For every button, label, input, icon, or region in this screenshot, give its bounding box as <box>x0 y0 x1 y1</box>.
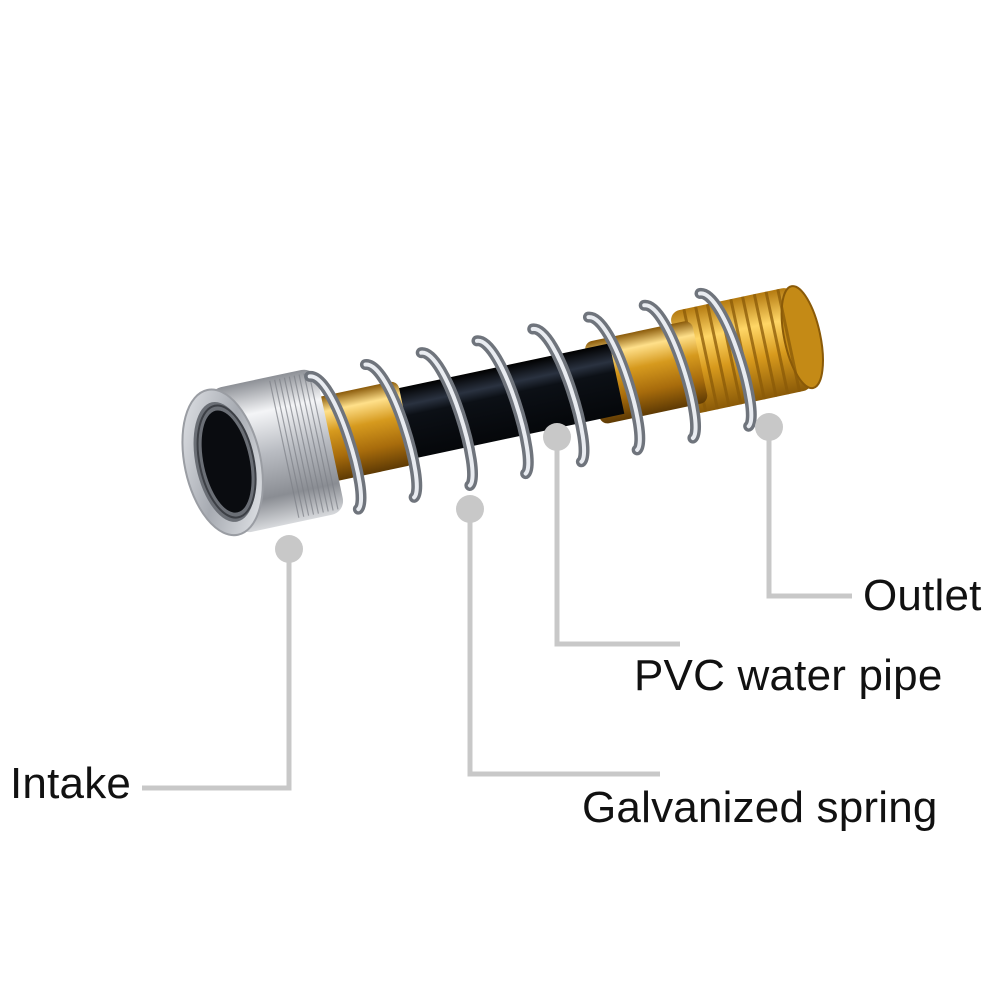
callout-dot-outlet <box>755 413 783 441</box>
galvanized-spring <box>304 287 757 515</box>
callout-leaders <box>142 427 852 791</box>
callout-dot-pvc <box>543 423 571 451</box>
leader-outlet <box>766 427 852 599</box>
galvanized-spring-label: Galvanized spring <box>582 783 938 832</box>
outlet-label: Outlet <box>863 571 982 620</box>
coupling-assembly <box>181 285 824 537</box>
callout-dots <box>275 413 783 563</box>
intake-label: Intake <box>10 759 132 808</box>
pvc-water-pipe-label: PVC water pipe <box>634 651 943 700</box>
callout-dot-spring <box>456 495 484 523</box>
callout-dot-intake <box>275 535 303 563</box>
leader-spring <box>467 509 660 777</box>
leader-intake <box>142 549 292 791</box>
intake-swivel-nut <box>181 369 344 537</box>
leader-pvc <box>554 437 680 647</box>
